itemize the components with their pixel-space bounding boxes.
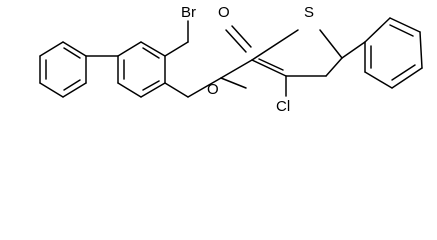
atom-label-o-carbonyl: O bbox=[218, 4, 230, 21]
bond bbox=[391, 67, 423, 89]
bond bbox=[39, 82, 64, 98]
bond bbox=[419, 31, 423, 69]
bond bbox=[251, 29, 299, 61]
bond bbox=[325, 57, 343, 77]
bond bbox=[63, 47, 81, 59]
bond bbox=[225, 29, 247, 53]
bond bbox=[164, 41, 189, 57]
bond bbox=[364, 71, 393, 89]
bond bbox=[140, 82, 166, 98]
bond bbox=[140, 41, 166, 57]
bond bbox=[62, 41, 87, 57]
atom-label-br: Br bbox=[181, 4, 196, 21]
bond bbox=[187, 77, 222, 98]
bond bbox=[142, 80, 160, 91]
bond bbox=[63, 79, 81, 91]
bond bbox=[117, 41, 142, 57]
atom-label-s: S bbox=[304, 4, 314, 21]
bond bbox=[39, 41, 64, 57]
bond bbox=[117, 82, 142, 98]
molecule-structure: Br O O S Cl bbox=[39, 4, 423, 115]
bond bbox=[142, 47, 160, 59]
atom-label-o-ester: O bbox=[207, 81, 219, 98]
bond bbox=[251, 59, 287, 77]
bond bbox=[258, 58, 284, 71]
atom-label-cl: Cl bbox=[276, 98, 290, 115]
bond bbox=[364, 17, 391, 43]
bond bbox=[389, 24, 414, 37]
bond-set bbox=[39, 17, 423, 98]
bond bbox=[341, 41, 366, 59]
bond bbox=[319, 29, 343, 59]
bond bbox=[231, 25, 252, 48]
bond bbox=[220, 77, 247, 89]
bond bbox=[62, 82, 87, 98]
bond bbox=[164, 82, 189, 98]
bond bbox=[220, 59, 253, 79]
bond bbox=[389, 17, 421, 33]
bond bbox=[391, 64, 416, 81]
